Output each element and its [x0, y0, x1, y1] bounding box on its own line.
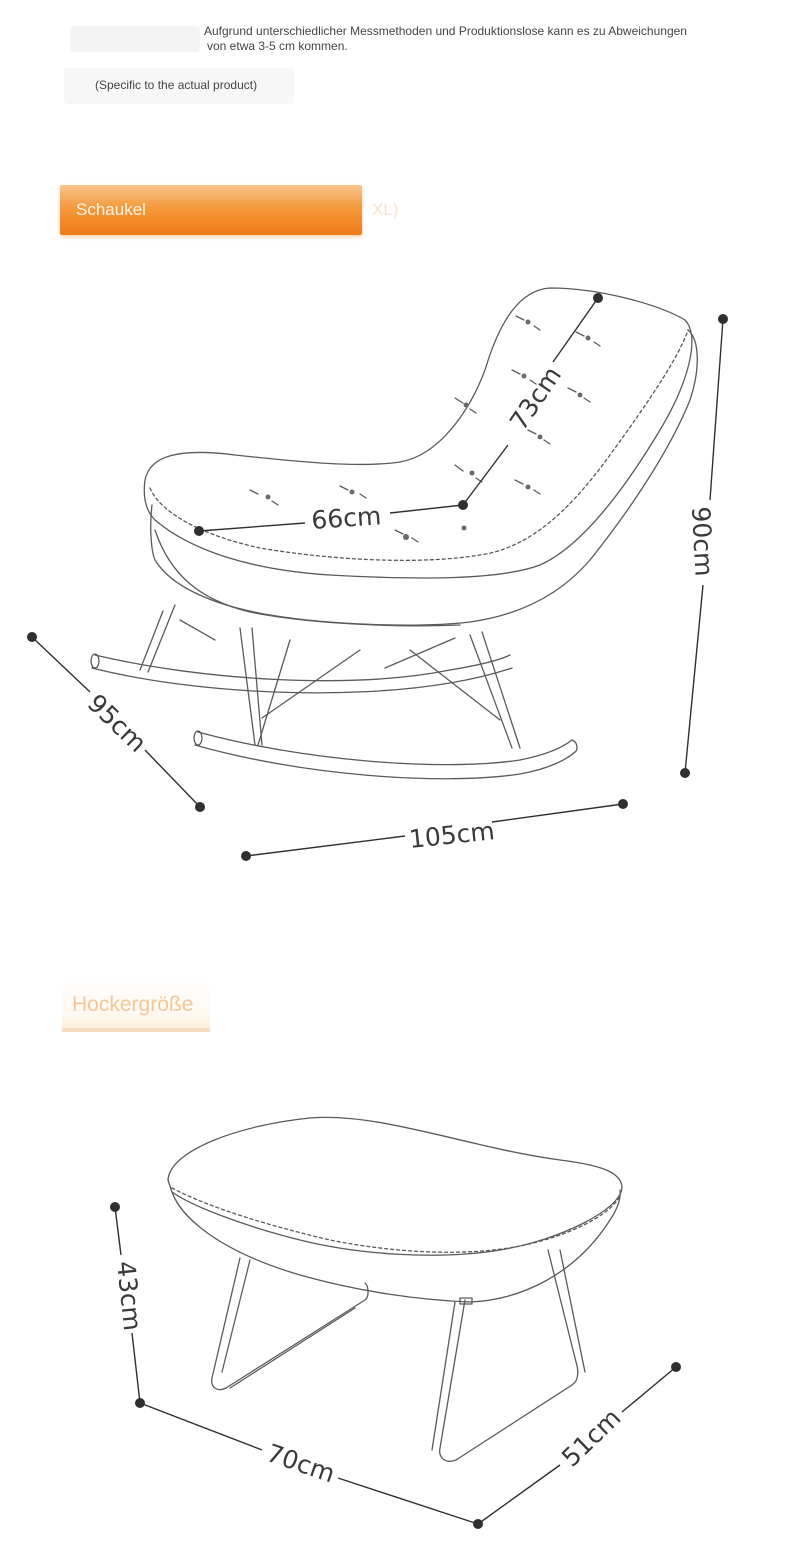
chair-length-label: 105cm	[408, 816, 496, 854]
specific-note: (Specific to the actual product)	[95, 78, 258, 92]
chair-total-height-label: 90cm	[686, 506, 719, 577]
stool-width-label: 70cm	[263, 1438, 339, 1488]
chair-seat-width-label: 66cm	[310, 501, 382, 535]
chair-depth-label: 95cm	[82, 688, 152, 757]
measurement-note-line2: von etwa 3-5 cm kommen.	[207, 39, 348, 53]
measurement-note-line1: Aufgrund unterschiedlicher Messmethoden …	[204, 24, 687, 38]
chair-back-height-label: 73cm	[504, 361, 567, 435]
stool-size-title: Hockergröße	[72, 993, 194, 1016]
stool-depth-label: 51cm	[556, 1403, 626, 1472]
header-chip-left	[70, 26, 200, 52]
stool-dimension-lines	[110, 1202, 681, 1529]
rocking-chair-illustration	[90, 287, 698, 780]
chair-size-title-tail: XL)	[372, 200, 399, 219]
stool-size-banner: Hockergröße	[62, 980, 210, 1032]
specific-chip	[64, 68, 294, 104]
chair-dimension-lines	[27, 293, 728, 861]
stool-illustration	[167, 1116, 623, 1462]
stool-height-label: 43cm	[111, 1260, 147, 1333]
stool-banner-underline	[62, 1028, 210, 1032]
chair-size-title: Schaukel	[76, 200, 146, 219]
chair-size-banner: Schaukel XL)	[60, 185, 398, 235]
